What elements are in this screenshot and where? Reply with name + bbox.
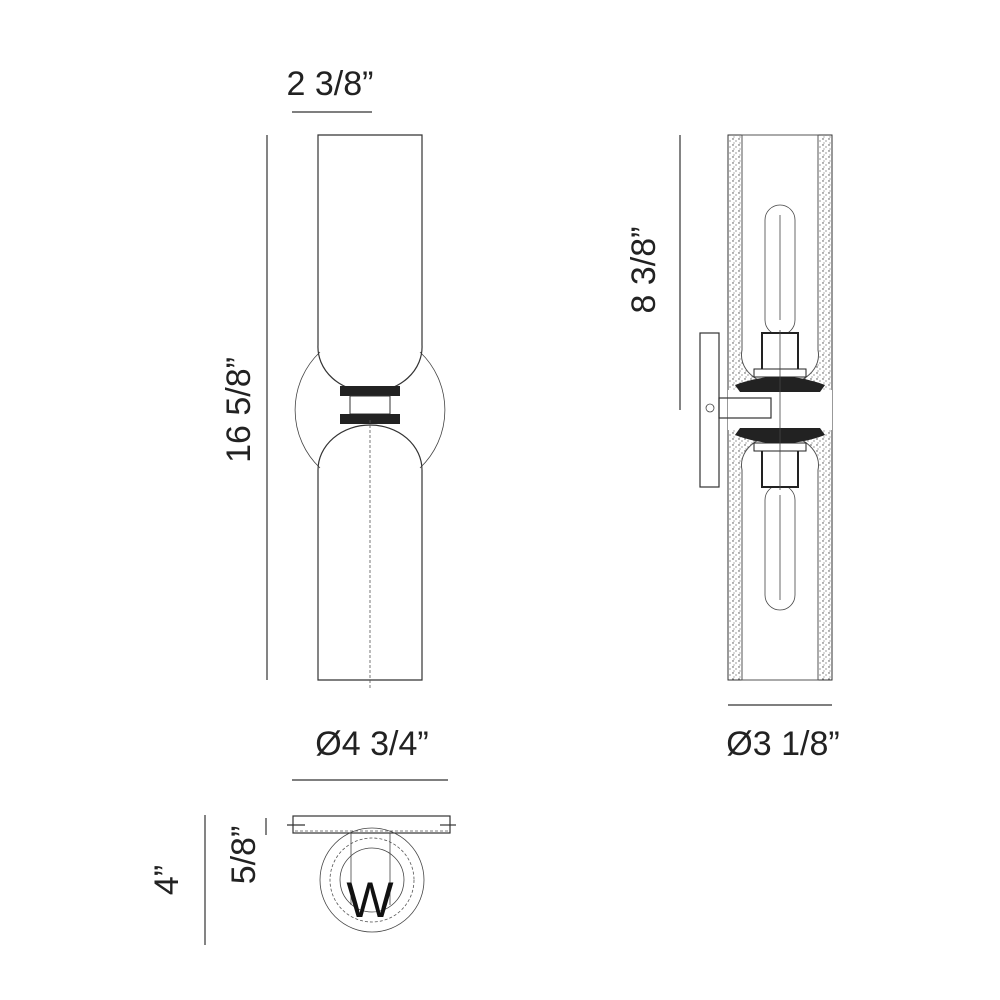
arm xyxy=(718,397,772,419)
canopy-inner-circle xyxy=(339,847,405,913)
overall-height-label: 16 5/8” xyxy=(220,357,258,463)
front-width-label: 2 3/8” xyxy=(287,65,374,103)
half-height-label: 8 3/8” xyxy=(625,227,663,314)
front-view: 2 3/8” 16 5/8” Ø4 3/4” xyxy=(220,65,448,781)
upper-shade xyxy=(317,134,423,393)
canopy-diameter-label: Ø4 3/4” xyxy=(315,725,428,763)
shade-diameter-label: Ø3 1/8” xyxy=(726,725,839,763)
lower-collar xyxy=(340,414,400,424)
center-fitting xyxy=(349,395,391,415)
canopy-view: 4” 5/8” W xyxy=(148,815,456,945)
side-view: 8 3/8” Ø3 1/8” xyxy=(625,134,840,763)
screw-icon xyxy=(705,403,715,413)
canopy-disc-left xyxy=(294,351,321,469)
canopy-outer-circle xyxy=(319,827,425,933)
brand-logo: W xyxy=(346,872,394,928)
upper-collar xyxy=(340,386,400,396)
canopy-dashed-circle xyxy=(329,837,415,923)
canopy-diameter-bottom-label: 4” xyxy=(148,865,186,895)
canopy-disc-right xyxy=(419,351,446,469)
canopy-plate xyxy=(292,815,451,834)
canopy-depth-label: 5/8” xyxy=(225,826,263,885)
backplate xyxy=(699,332,720,488)
